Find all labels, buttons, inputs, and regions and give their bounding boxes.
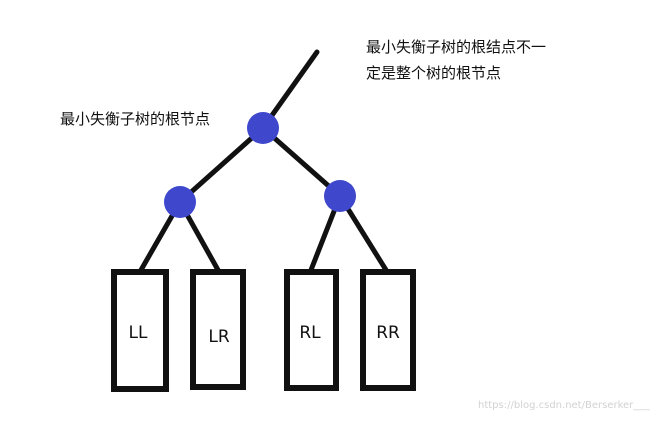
subtree-box-ll bbox=[111, 269, 169, 392]
subtree-box-rl bbox=[284, 269, 339, 391]
watermark: https://blog.csdn.net/Berserker____ bbox=[478, 400, 650, 411]
note-line-1: 最小失衡子树的根结点不一 bbox=[366, 38, 547, 56]
root-node bbox=[247, 112, 279, 144]
subtree-label-lr: LR bbox=[208, 327, 229, 347]
subtree-box-rr bbox=[360, 269, 416, 391]
root-node-label: 最小失衡子树的根节点 bbox=[60, 110, 211, 128]
subtree-label-ll: LL bbox=[129, 323, 148, 343]
unbalanced-root-note: 最小失衡子树的根结点不一 定是整个树的根节点 bbox=[366, 34, 546, 86]
right-child-node bbox=[324, 180, 356, 212]
left-child-node bbox=[164, 186, 196, 218]
note-line-2: 定是整个树的根节点 bbox=[366, 64, 502, 82]
edge-root-left bbox=[177, 125, 266, 205]
edge-root-right bbox=[260, 125, 343, 199]
subtree-label-rr: RR bbox=[376, 323, 400, 343]
subtree-box-lr bbox=[190, 269, 246, 390]
subtree-label-rl: RL bbox=[299, 323, 321, 343]
